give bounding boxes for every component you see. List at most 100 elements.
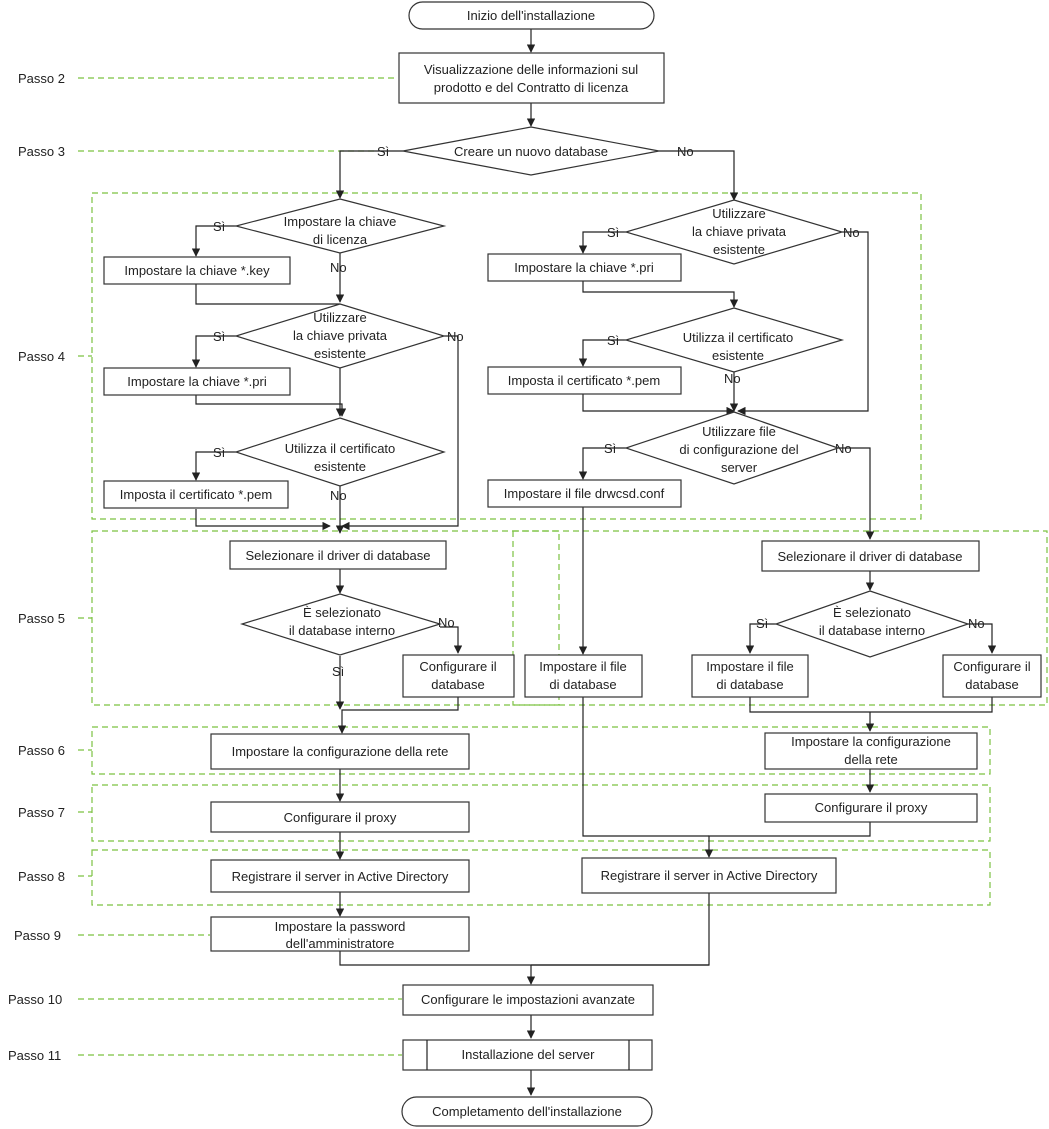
step-8-group [91,849,991,906]
set-dbfile-right-line-2: di database [716,677,783,692]
internal-db-right-line-2: il database interno [819,623,925,638]
info-label-line-1: Visualizzazione delle informazioni sul [424,62,638,77]
info-label-line-2: prodotto e del Contratto di licenza [434,80,629,95]
set-pem-right-label: Imposta il certificato *.pem [508,373,660,388]
internal-db-left-line-2: il database interno [289,623,395,638]
edge-label-no: No [330,488,347,503]
proxy-left-box [210,801,470,833]
use-cert-right-line-2: esistente [712,348,764,363]
net-config-right-line-1: Impostare la configurazione [791,734,951,749]
active-directory-right-label: Registrare il server in Active Directory [601,868,818,883]
set-pri-right-label: Impostare la chiave *.pri [514,260,654,275]
start-node [408,1,655,30]
new-db-label: Creare un nuovo database [454,144,608,159]
set-conf-box [487,479,682,508]
proxy-right-label: Configurare il proxy [815,800,928,815]
step-3-label: Passo 3 [18,144,65,159]
edge-label-yes: Sì [604,441,616,456]
net-config-right-box [764,732,978,770]
step-leaders [78,77,402,1056]
edge-label-no: No [724,371,741,386]
step-groups [91,192,1048,906]
net-config-right-line-2: della rete [844,752,897,767]
admin-password-line-1: Impostare la password [275,919,406,934]
info-box [398,52,665,104]
step-9-label: Passo 9 [14,928,61,943]
step-4-label: Passo 4 [18,349,65,364]
internal-db-left-line-1: È selezionato [303,605,381,620]
step-2-label: Passo 2 [18,71,65,86]
active-directory-right-box [581,857,837,894]
step-labels: Passo 2 Passo 3 Passo 4 Passo 5 Passo 6 … [8,71,65,1063]
edge-label-yes: Sì [213,329,225,344]
use-private-key-right-line-2: la chiave privata [692,224,787,239]
db-driver-left-box [229,540,447,570]
edge-label-yes: Sì [607,225,619,240]
set-dbfile-mid-box [524,654,643,698]
set-dbfile-mid-line-1: Impostare il file [539,659,626,674]
admin-password-line-2: dell'amministratore [286,936,395,951]
edge-label-yes: Sì [377,144,389,159]
step-5-label: Passo 5 [18,611,65,626]
end-label: Completamento dell'installazione [432,1104,622,1119]
nodes: Inizio dell'installazione Visualizzazion… [103,1,1042,1127]
set-license-label-line-2: di licenza [313,232,368,247]
end-node [401,1096,653,1127]
use-cert-left-line-2: esistente [314,459,366,474]
set-conf-label: Impostare il file drwcsd.conf [504,486,665,501]
step-7-label: Passo 7 [18,805,65,820]
set-license-decision [233,198,447,254]
use-cert-right-line-1: Utilizza il certificato [683,330,794,345]
use-config-file-decision [624,411,840,485]
step-6-label: Passo 6 [18,743,65,758]
step-8-label: Passo 8 [18,869,65,884]
install-server-label: Installazione del server [462,1047,596,1062]
edge-label-no: No [835,441,852,456]
net-config-left-box [210,733,470,770]
step-5-group-right [512,530,1048,706]
set-pem-left-box [103,480,289,509]
start-label: Inizio dell'installazione [467,8,595,23]
edge-label-yes: Sì [332,664,344,679]
advanced-settings-box [402,984,654,1016]
db-driver-left-label: Selezionare il driver di database [246,548,431,563]
use-config-file-line-2: di configurazione del [679,442,798,457]
use-private-key-right-line-1: Utilizzare [712,206,765,221]
edge-label-no: No [843,225,860,240]
use-cert-right-decision [623,307,845,373]
edge-label-no: No [677,144,694,159]
edge-labels: Sì No Sì No Sì No Sì No Sì No Sì No Sì N… [213,144,985,679]
set-dbfile-right-box [691,654,809,698]
step-7-group [91,784,991,842]
step-10-label: Passo 10 [8,992,62,1007]
use-private-key-left-line-1: Utilizzare [313,310,366,325]
install-server-box [402,1039,653,1071]
config-db-left-line-2: database [431,677,485,692]
proxy-left-label: Configurare il proxy [284,810,397,825]
set-pem-right-box [487,366,682,395]
config-db-right-line-1: Configurare il [953,659,1030,674]
edge-label-no: No [968,616,985,631]
set-pem-left-label: Imposta il certificato *.pem [120,487,272,502]
edge-label-yes: Sì [213,445,225,460]
set-pri-left-label: Impostare la chiave *.pri [127,374,267,389]
active-directory-left-label: Registrare il server in Active Directory [232,869,449,884]
config-db-right-line-2: database [965,677,1019,692]
use-cert-left-decision [234,417,446,487]
connectors [191,29,997,1096]
edge-label-yes: Sì [756,616,768,631]
edge-label-yes: Sì [607,333,619,348]
use-private-key-right-decision [623,199,845,265]
proxy-right-box [764,793,978,823]
db-driver-right-box [761,540,980,572]
use-private-key-left-line-3: esistente [314,346,366,361]
net-config-left-label: Impostare la configurazione della rete [232,744,449,759]
edge-label-no: No [438,615,455,630]
set-pri-left-box [103,367,291,396]
set-license-label-line-1: Impostare la chiave [284,214,397,229]
edge-label-yes: Sì [213,219,225,234]
config-db-left-line-1: Configurare il [419,659,496,674]
admin-password-box [210,916,470,952]
use-config-file-line-3: server [721,460,758,475]
